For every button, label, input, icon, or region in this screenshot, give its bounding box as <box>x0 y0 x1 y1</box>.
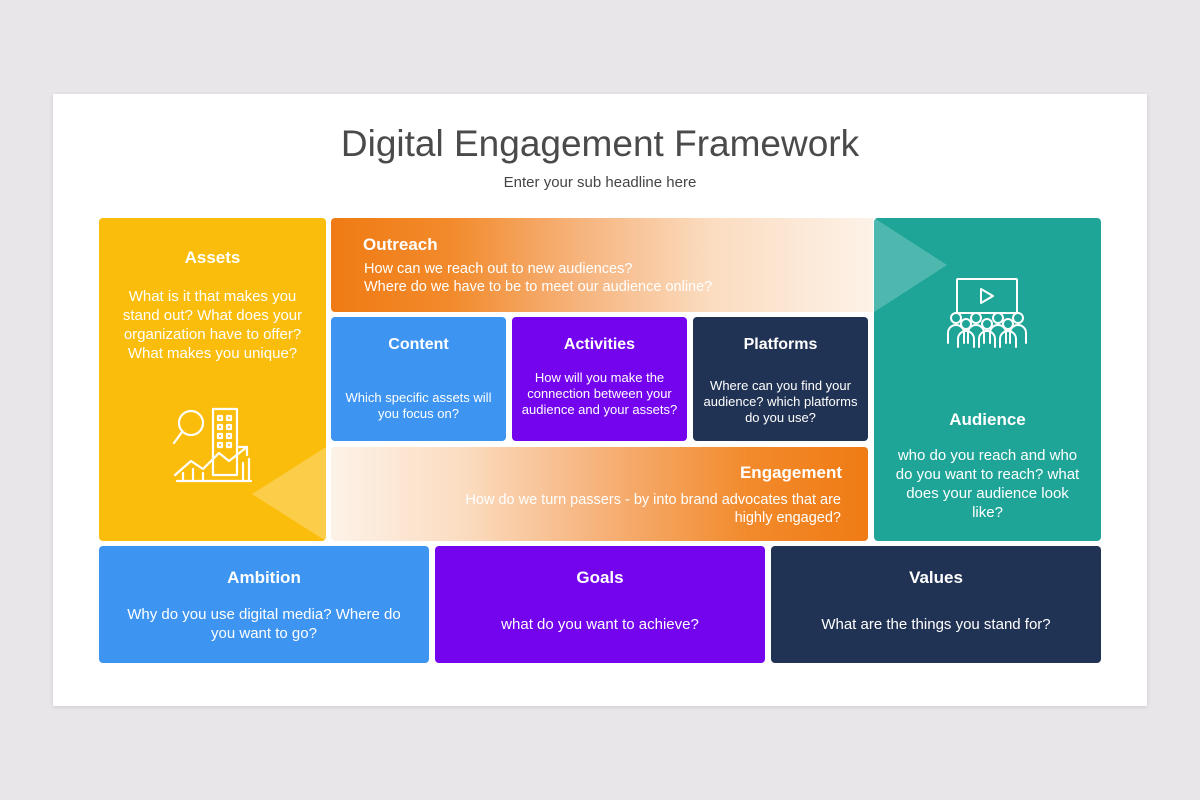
content-card: Content Which specific assets will you f… <box>331 317 506 441</box>
ambition-text: Why do you use digital media? Where do y… <box>127 606 401 642</box>
content-text: Which specific assets will you focus on? <box>345 390 492 421</box>
activities-text: How will you make the connection between… <box>521 370 678 417</box>
audience-text: who do you reach and who do you want to … <box>895 447 1080 521</box>
content-title: Content <box>388 336 449 353</box>
ambition-title: Ambition <box>227 568 301 587</box>
audience-title: Audience <box>949 410 1026 429</box>
assets-title: Assets <box>184 248 241 267</box>
outreach-banner: Outreach How can we reach out to new aud… <box>331 218 873 312</box>
values-card: Values What are the things you stand for… <box>771 546 1101 663</box>
activities-card: Activities How will you make the connect… <box>512 317 687 441</box>
assets-arrow <box>252 447 326 541</box>
outreach-title: Outreach <box>363 235 438 254</box>
page-title: Digital Engagement Framework <box>340 123 860 164</box>
engagement-banner: Engagement How do we turn passers - by i… <box>331 447 868 541</box>
assets-text: What is it that makes you stand out? Wha… <box>122 288 303 362</box>
platforms-title: Platforms <box>743 336 818 353</box>
outreach-line-2: Where do we have to be to meet our audie… <box>364 279 713 295</box>
page-subtitle: Enter your sub headline here <box>503 174 697 191</box>
values-text: What are the things you stand for? <box>821 616 1051 633</box>
values-title: Values <box>909 568 963 587</box>
engagement-title: Engagement <box>739 463 842 482</box>
goals-title: Goals <box>576 568 624 587</box>
outreach-line-1: How can we reach out to new audiences? <box>364 261 633 277</box>
activities-title: Activities <box>563 336 636 353</box>
outreach-text: How can we reach out to new audiences? W… <box>364 260 712 296</box>
goals-card: Goals what do you want to achieve? <box>435 546 765 663</box>
ambition-card: Ambition Why do you use digital media? W… <box>99 546 429 663</box>
audience-arrow <box>874 218 947 312</box>
assets-card: Assets What is it that makes you stand o… <box>99 218 326 541</box>
platforms-card: Platforms Where can you find your audien… <box>693 317 868 441</box>
goals-text: what do you want to achieve? <box>501 616 699 633</box>
audience-card: Audience who do you reach and who do you… <box>874 218 1101 541</box>
platforms-text: Where can you find your audience? which … <box>703 378 858 425</box>
engagement-text: How do we turn passers - by into brand a… <box>465 492 841 526</box>
